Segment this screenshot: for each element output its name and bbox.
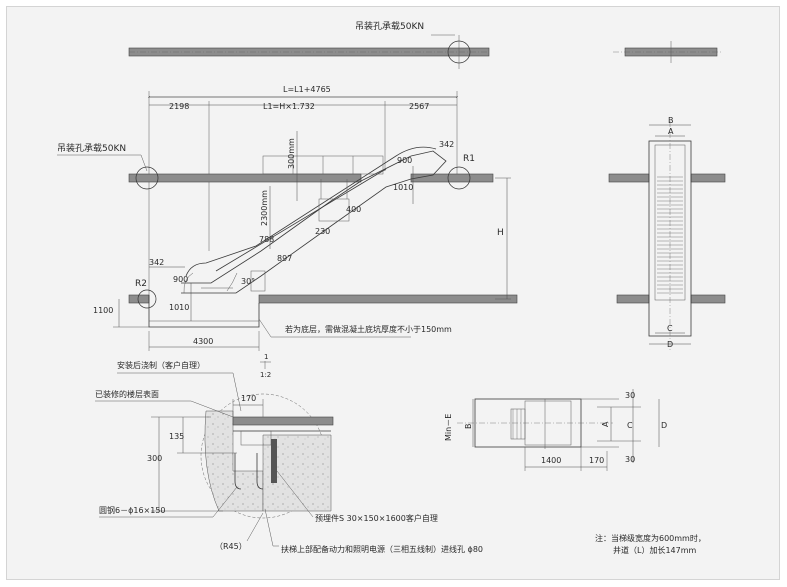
side-c-label: C: [627, 421, 633, 430]
dim-4300: 4300: [193, 337, 213, 346]
embed-label: 预埋件S 30×150×1600客户自理: [315, 513, 438, 523]
min-e-label: Min－E: [444, 414, 453, 441]
note-line-1: 注：当梯级宽度为600mm时，: [595, 533, 706, 543]
dim-1010-top: 1010: [393, 183, 413, 192]
rebar-label: 圆钢6－ϕ16×150: [99, 505, 166, 515]
top-slab-strip: 吊装孔承载50KN: [128, 20, 490, 69]
dim-900-top: 900: [397, 156, 412, 165]
note-line-2: 井道（L）加长147mm: [613, 545, 697, 555]
dim-30-top: 30: [625, 391, 635, 400]
plan-a-label: A: [668, 127, 674, 136]
lift-hole-top-label: 吊装孔承载50KN: [355, 20, 424, 32]
r1-label: R1: [463, 154, 475, 164]
lift-hole-left-icon: [135, 166, 159, 190]
r2-label: R2: [135, 279, 147, 289]
scale-1: 1: [264, 353, 268, 361]
side-d-label: D: [661, 421, 667, 430]
plan-d-label: D: [667, 340, 673, 349]
lift-hole-r2-icon: [137, 289, 157, 309]
pit-note: 若为底层，需做混凝土底坑厚度不小于150mm: [285, 324, 452, 334]
lift-hole-left-label: 吊装孔承载50KN: [57, 142, 126, 154]
dim-1100: 1100: [93, 306, 113, 315]
side-section: Min－E B A C D 30 30 1400 170: [444, 389, 667, 471]
dim-170-side: 170: [589, 456, 604, 465]
plan-c-label: C: [667, 324, 673, 333]
side-a-label: A: [601, 421, 610, 427]
dim-170-detail: 170: [241, 394, 256, 403]
escalator-drawing: 吊装孔承载50KN L=L1+4765 2198 L1=H×1.732 2567…: [57, 20, 726, 555]
dim-400: 400: [346, 205, 361, 214]
r45-label: （R45）: [215, 542, 247, 551]
dim-342-bottom: 342: [149, 258, 164, 267]
drawing-sheet: 吊装孔承载50KN L=L1+4765 2198 L1=H×1.732 2567…: [6, 6, 780, 580]
lift-hole-r1-icon: [447, 166, 471, 190]
dim-30-bottom: 30: [625, 455, 635, 464]
total-length-label: L=L1+4765: [283, 85, 331, 94]
l1-length-label: L1=H×1.732: [263, 102, 315, 111]
conduit-label: 扶梯上部配备动力和照明电源（三相五线制）进线孔 ϕ80: [281, 544, 483, 554]
dim-300mm: 300mm: [287, 138, 296, 169]
side-b-label: B: [464, 424, 473, 430]
grout-label: 安装后浇制（客户自理）: [117, 360, 205, 370]
plan-view: B A C D: [608, 116, 726, 351]
dim-2198: 2198: [169, 102, 189, 111]
plan-steps: [657, 176, 683, 294]
scale-1-2: 1:2: [260, 371, 271, 379]
dim-900-bottom: 900: [173, 275, 188, 284]
plan-b-label: B: [668, 116, 674, 125]
top-right-strip: [613, 41, 723, 63]
support-detail: 1 1:2 安装后浇制（客户自理） 已装修的楼层表面 170 135 300 圆…: [95, 353, 483, 554]
dim-2567: 2567: [409, 102, 429, 111]
h-label: H: [497, 228, 504, 238]
dim-788: 788: [259, 235, 274, 244]
dim-897: 897: [277, 254, 292, 263]
dim-2300mm: 2300mm: [260, 190, 269, 226]
angle-30: 30°: [241, 277, 255, 286]
dim-300: 300: [147, 454, 162, 463]
dim-1400: 1400: [541, 456, 561, 465]
dim-342-top: 342: [439, 140, 454, 149]
note: 注：当梯级宽度为600mm时， 井道（L）加长147mm: [595, 533, 706, 555]
dim-135: 135: [169, 432, 184, 441]
main-elevation: L=L1+4765 2198 L1=H×1.732 2567 吊装孔承载50KN…: [57, 85, 518, 351]
finished-floor-label: 已装修的楼层表面: [95, 389, 159, 399]
dim-230: 230: [315, 227, 330, 236]
dim-1010-bottom: 1010: [169, 303, 189, 312]
